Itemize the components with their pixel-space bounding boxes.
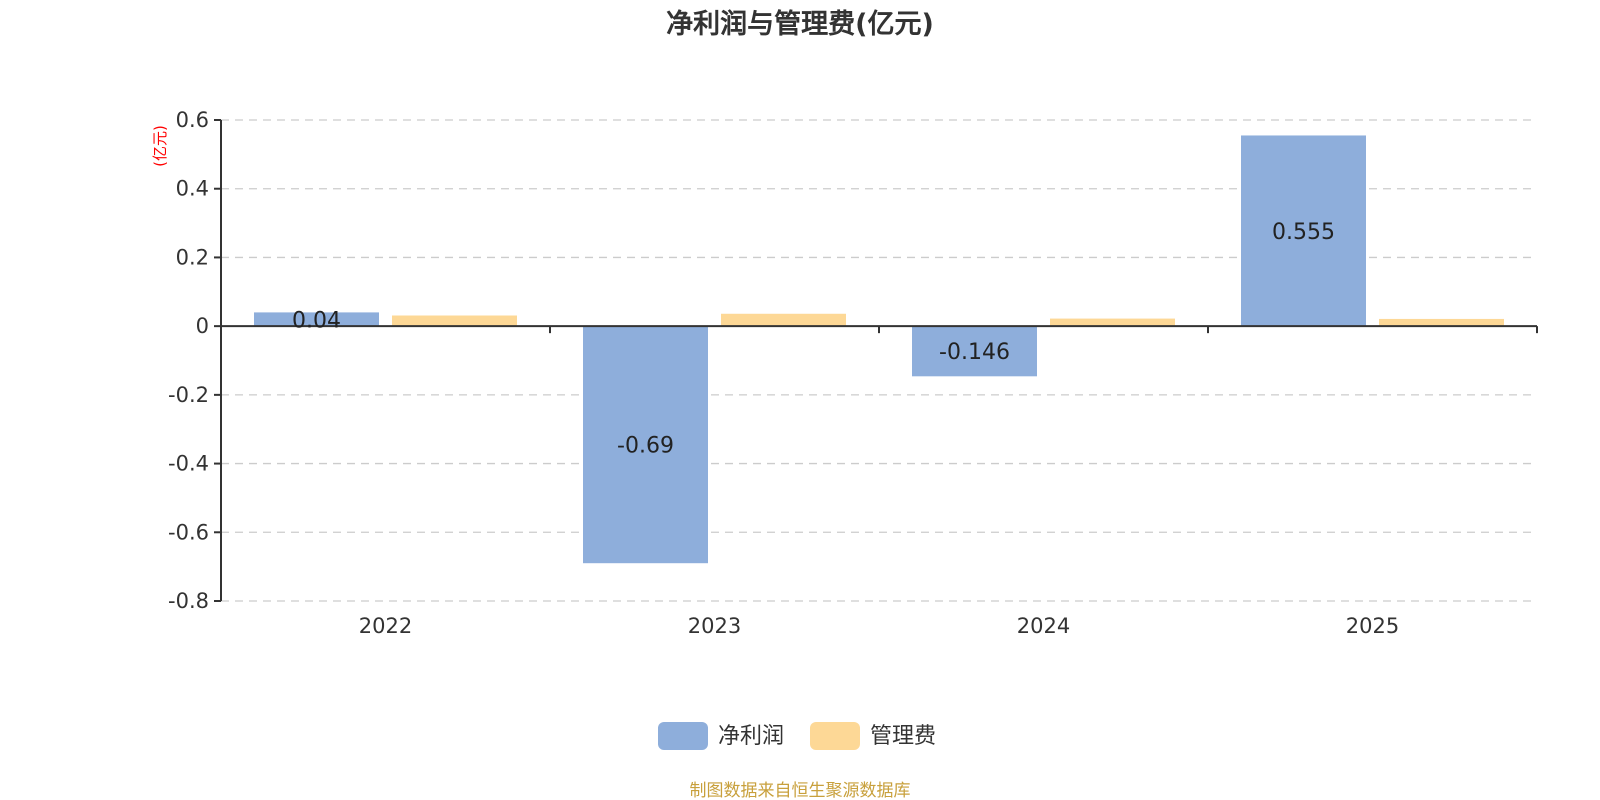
- legend-label: 管理费: [870, 724, 936, 749]
- legend-item-net-profit: 净利润: [658, 722, 784, 750]
- bar-net-profit: [583, 326, 708, 564]
- legend-label: 净利润: [718, 724, 784, 749]
- x-tick-labels: 2022 2023 2024 2025: [359, 614, 1399, 638]
- data-label: 0.04: [292, 308, 341, 333]
- y-tick-label: 0.4: [176, 177, 209, 201]
- x-tick-label: 2025: [1346, 614, 1399, 638]
- x-tick-label: 2024: [1017, 614, 1070, 638]
- bars: [254, 135, 1504, 564]
- bar-net-profit: [1241, 135, 1366, 327]
- y-tick-label: 0.2: [176, 245, 209, 269]
- bar-admin-expense: [721, 313, 846, 327]
- legend: 净利润 管理费: [658, 722, 936, 750]
- y-tick-label: -0.6: [168, 520, 209, 544]
- x-tick-label: 2023: [688, 614, 741, 638]
- bar-net-profit: [254, 312, 379, 327]
- data-label: -0.69: [617, 434, 674, 459]
- chart-title: 净利润与管理费(亿元): [666, 8, 934, 40]
- x-tick-label: 2022: [359, 614, 412, 638]
- data-labels: 0.04 -0.69 -0.146 0.555: [292, 220, 1335, 459]
- legend-swatch: [810, 722, 860, 750]
- legend-item-admin-expense: 管理费: [810, 722, 936, 750]
- bar-admin-expense: [392, 315, 517, 327]
- bar-net-profit: [912, 326, 1037, 377]
- y-tick-labels: 0.6 0.4 0.2 0 -0.2 -0.4 -0.6 -0.8: [168, 108, 209, 613]
- y-axis-unit: (亿元): [151, 125, 169, 167]
- axes: [214, 119, 1538, 602]
- data-label: -0.146: [939, 340, 1010, 365]
- data-label: 0.555: [1272, 220, 1335, 245]
- bar-admin-expense: [1050, 318, 1175, 327]
- y-tick-label: -0.2: [168, 383, 209, 407]
- y-tick-label: -0.8: [168, 589, 209, 613]
- y-tick-label: 0: [196, 314, 209, 338]
- source-note: 制图数据来自恒生聚源数据库: [690, 781, 911, 800]
- y-tick-label: 0.6: [176, 108, 209, 132]
- y-tick-label: -0.4: [168, 452, 209, 476]
- bar-admin-expense: [1379, 318, 1504, 327]
- legend-swatch: [658, 722, 708, 750]
